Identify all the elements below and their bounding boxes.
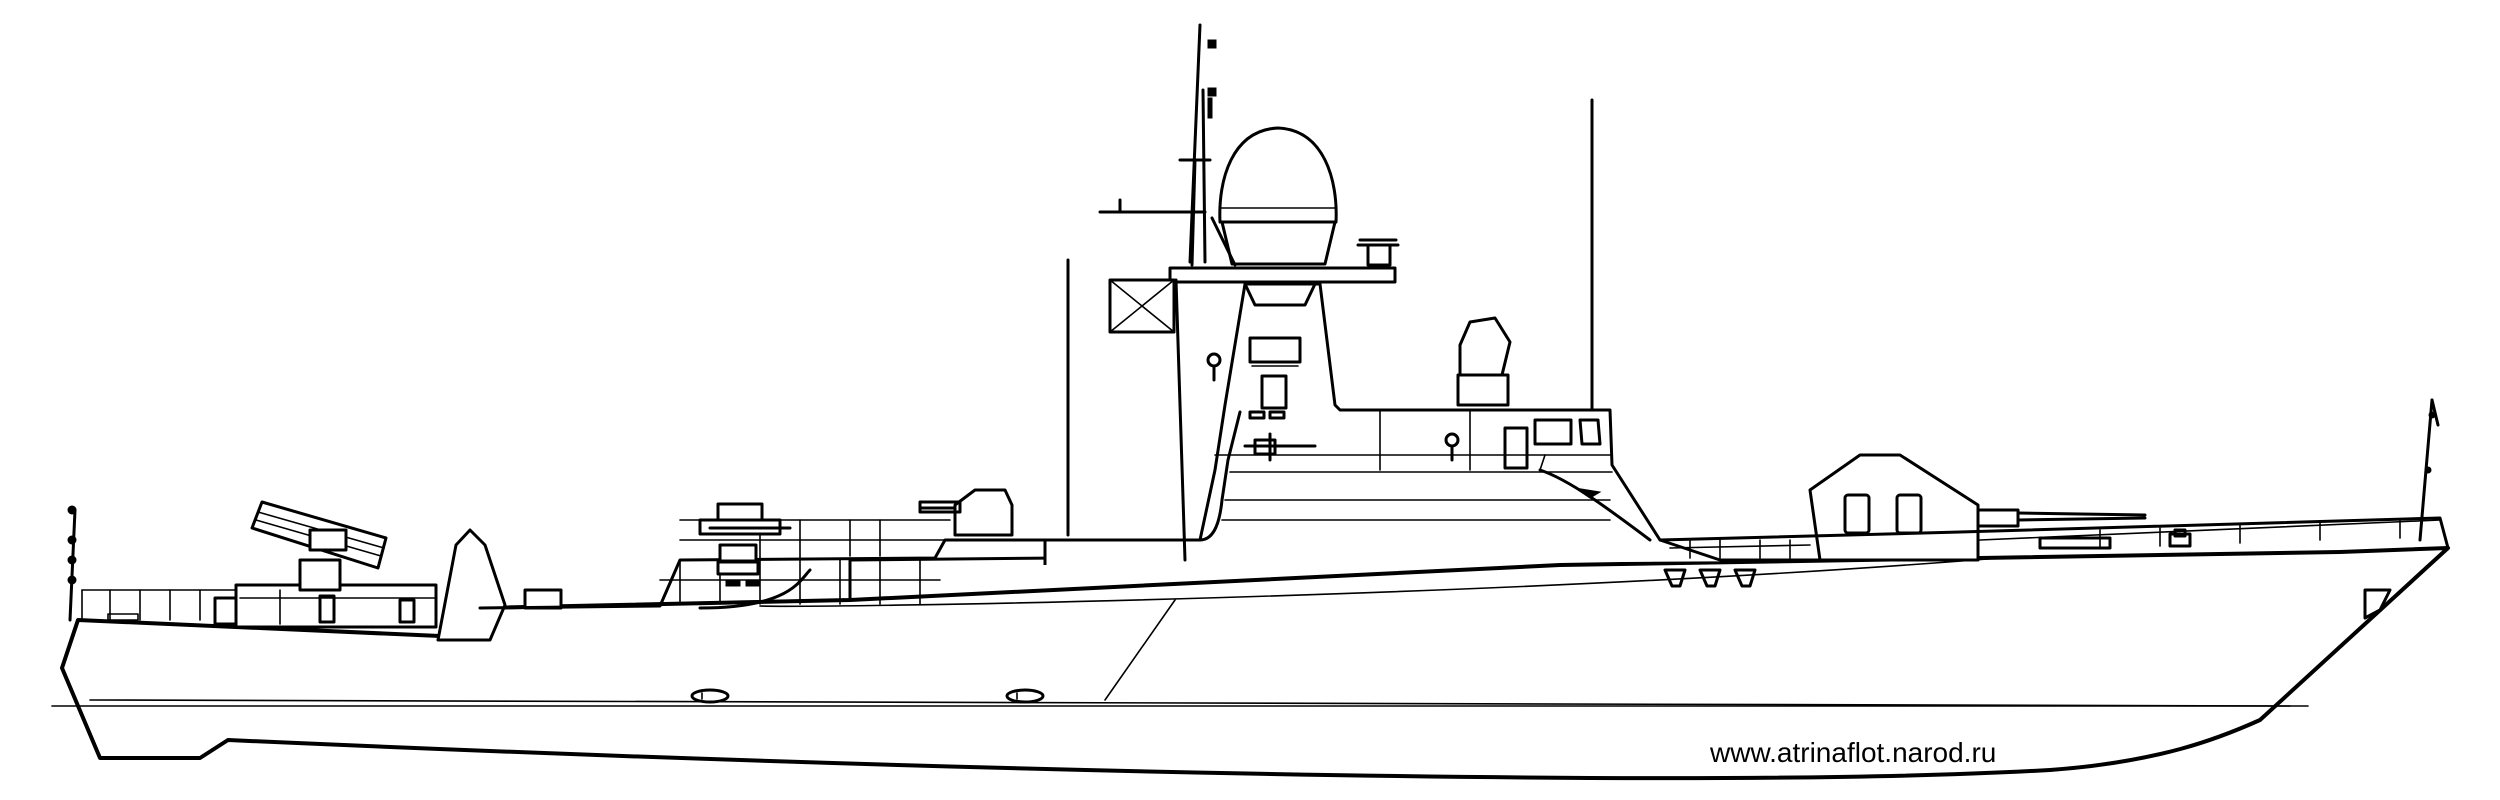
- mast-and-radar: [1066, 23, 1594, 537]
- aft-missile-launcher: [234, 500, 438, 629]
- hull: [60, 546, 2450, 781]
- watermark-url: www.atrinaflot.narod.ru: [1710, 737, 1997, 768]
- forward-gun-turret: [1808, 453, 2147, 562]
- ak-gun-mount: [698, 502, 812, 610]
- ensign-flag: [1108, 278, 1187, 562]
- hull-portholes: [690, 688, 1045, 704]
- aft-superstructure: [436, 519, 1212, 642]
- bow-deck: [1658, 398, 2450, 620]
- aft-deck: [67, 505, 1062, 638]
- main-superstructure: [1043, 282, 1965, 565]
- midship-gun: [918, 488, 1014, 537]
